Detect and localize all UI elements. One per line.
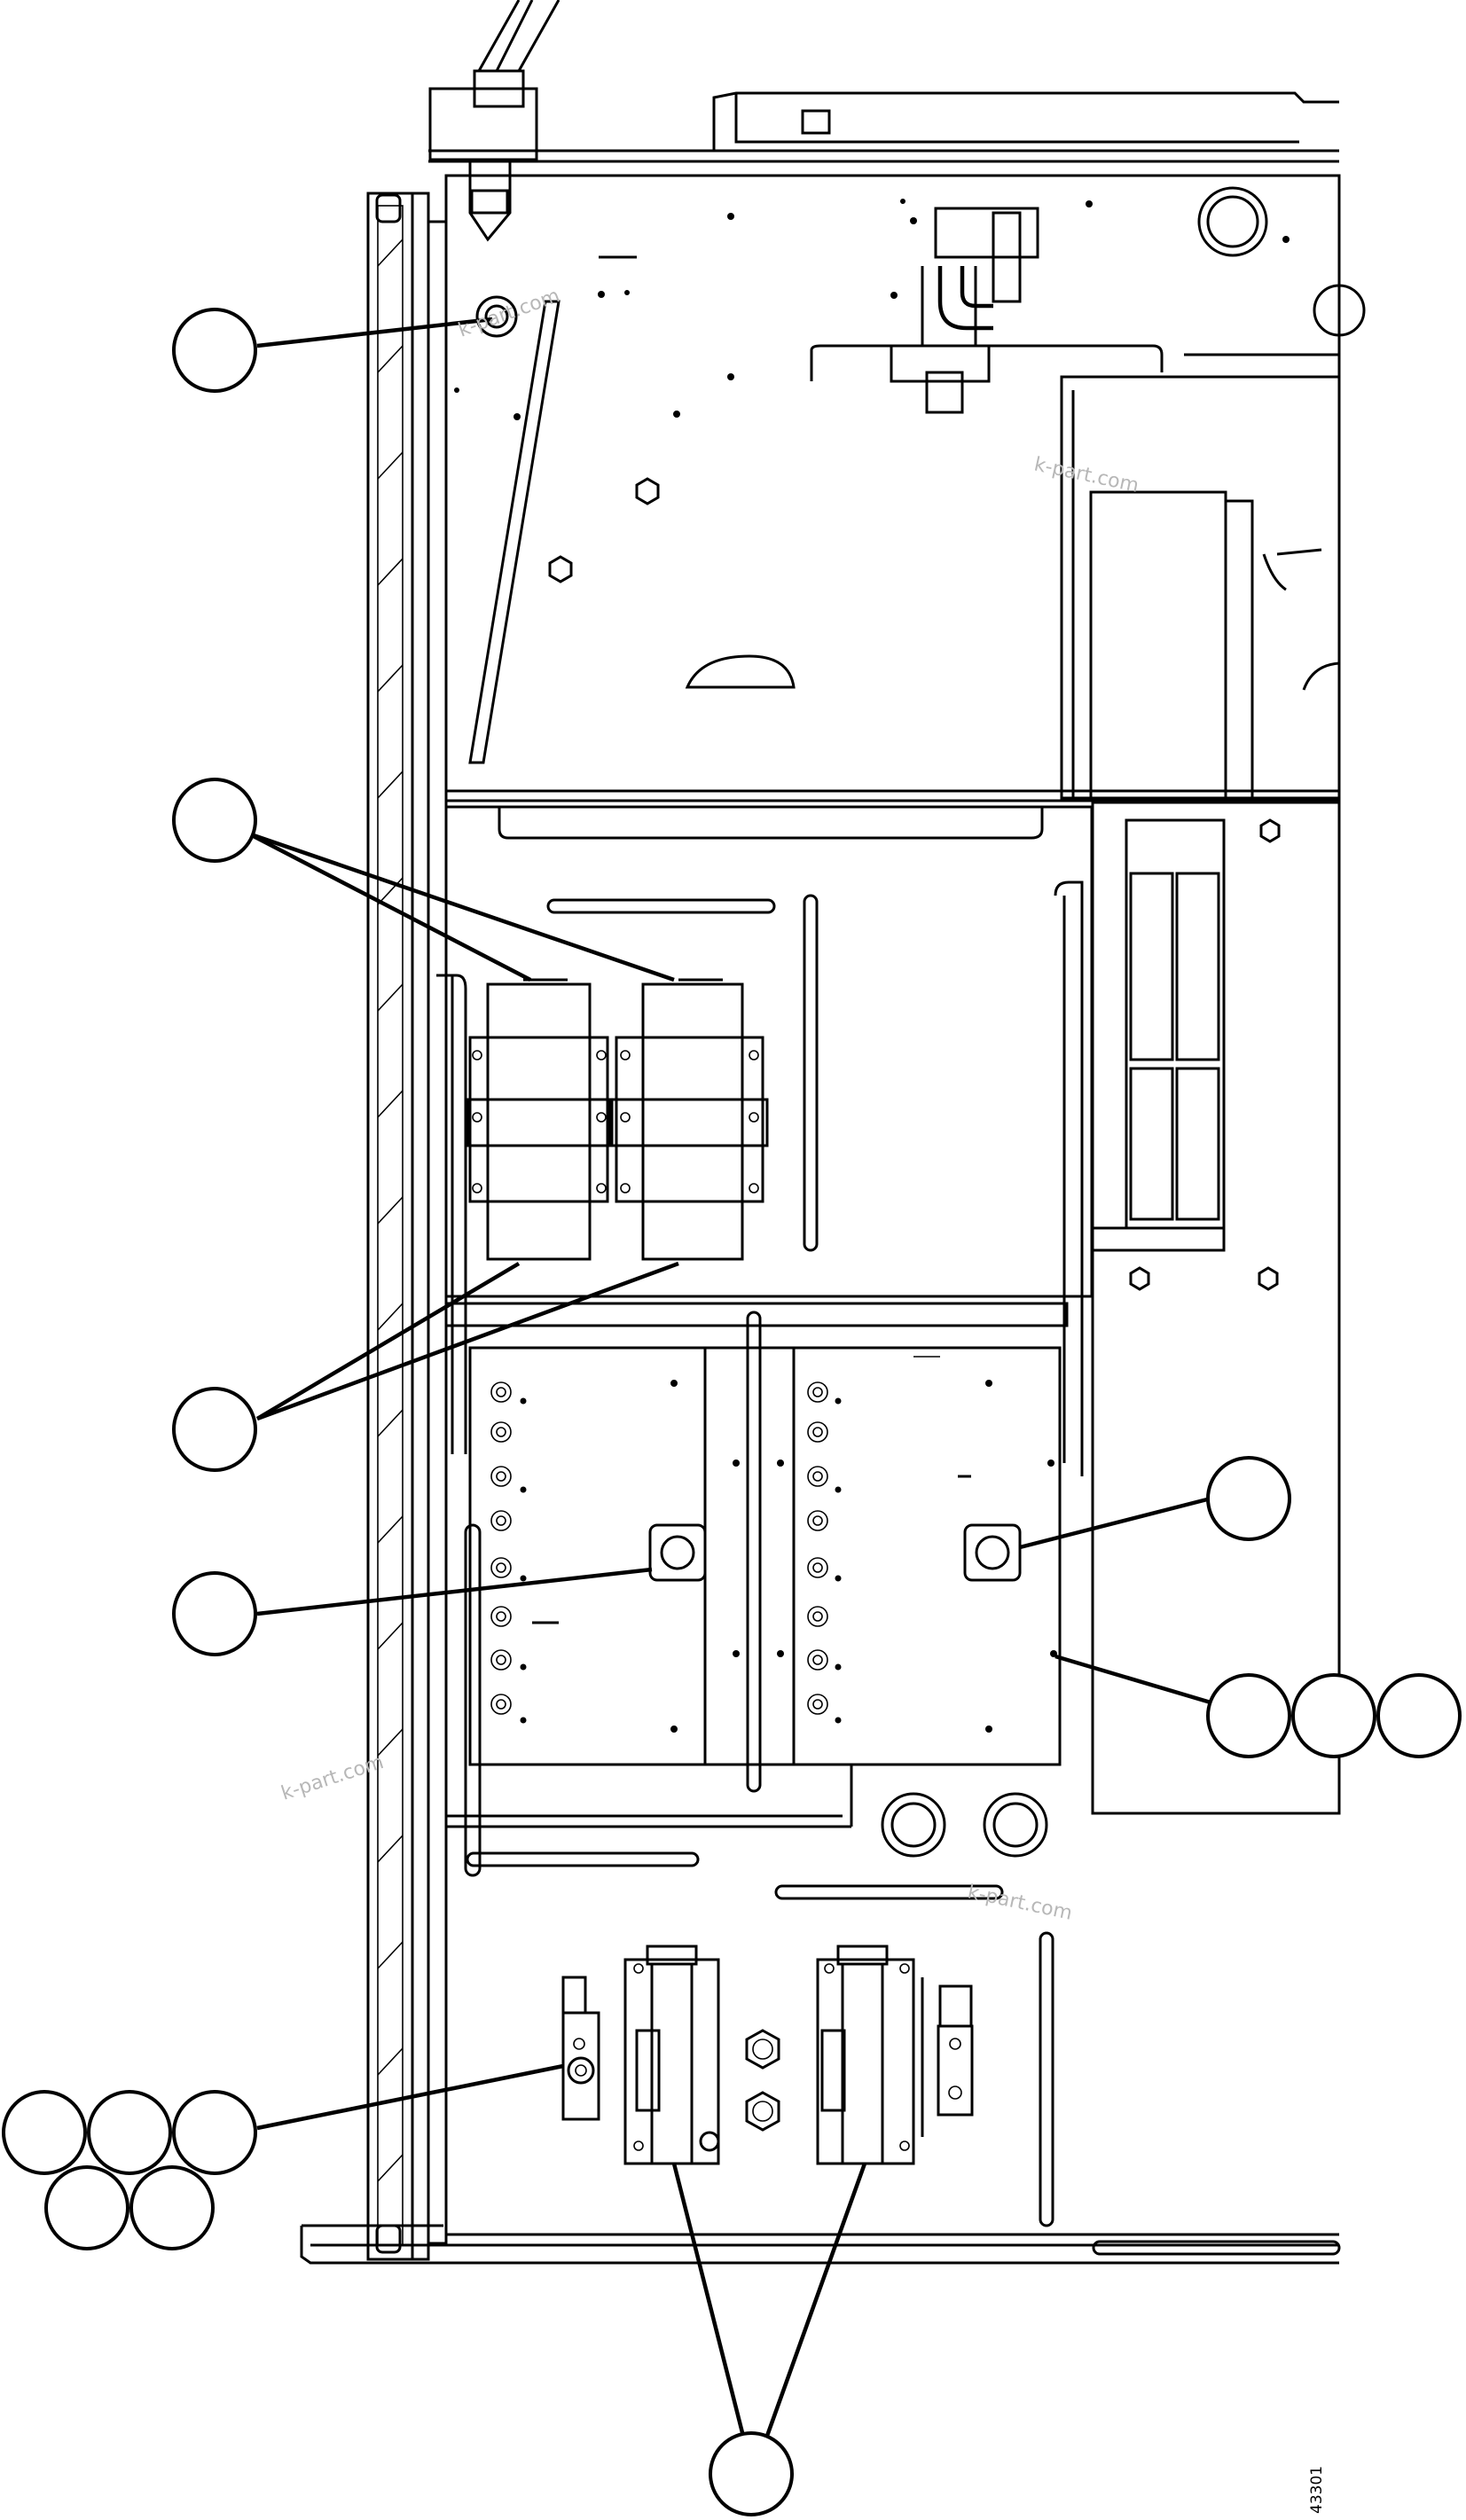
watermark-2: k-part.com [1032, 453, 1141, 497]
drawing-number: 43301 [1308, 2466, 1326, 2514]
leader-lines [247, 317, 1211, 2461]
callout-8 [709, 2431, 794, 2516]
callout-7d [44, 2165, 129, 2250]
watermark-3: k-part.com [278, 1751, 387, 1805]
callout-3 [172, 1387, 257, 1472]
callout-4 [172, 1571, 257, 1656]
upper-panel [444, 174, 1366, 802]
callout-2 [172, 778, 257, 863]
watermark-1: k-part.com [456, 285, 563, 341]
watermark-4: k-part.com [966, 1881, 1074, 1924]
callout-6c [1376, 1673, 1462, 1758]
callout-5 [1206, 1456, 1291, 1541]
callout-7b [87, 2090, 172, 2175]
callout-6b [1291, 1673, 1376, 1758]
callout-bubbles [2, 308, 1462, 2516]
callout-7c [172, 2090, 257, 2175]
callout-7e [129, 2165, 215, 2250]
callout-7a [2, 2090, 87, 2175]
cabinet-frame [300, 0, 1339, 2265]
middle-section [436, 801, 1341, 1815]
callout-6a [1206, 1673, 1291, 1758]
lower-section [466, 1792, 1341, 2256]
callout-1 [172, 308, 257, 393]
terminal-section [444, 1302, 1069, 1877]
